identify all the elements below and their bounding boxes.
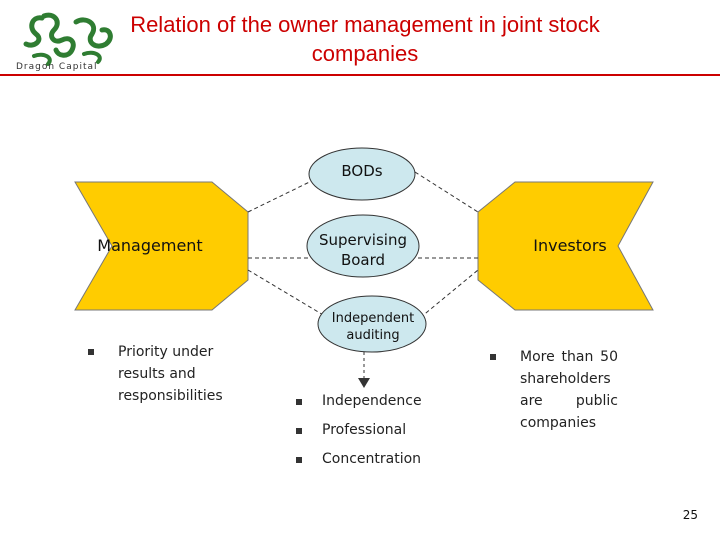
page-number: 25 — [682, 508, 698, 522]
investors-shape — [477, 181, 654, 311]
title-rule — [0, 74, 720, 76]
auditing-arrowhead — [358, 378, 370, 388]
investors-label: Investors — [533, 236, 607, 255]
slide-title: Relation of the owner management in join… — [130, 12, 600, 66]
management-shape — [74, 181, 249, 311]
management-bullet-mark — [88, 349, 94, 355]
auditing-bullet-mark — [296, 428, 302, 434]
auditing-bullet-text: Professional — [322, 422, 407, 438]
supervising-board-label: Supervising Board — [318, 231, 407, 269]
auditing-bullet-text: Concentration — [322, 451, 422, 467]
logo-text: Dragon Capital — [16, 62, 98, 72]
auditing-bullet-mark — [296, 399, 302, 405]
investors-bullet-mark — [490, 354, 496, 360]
bods-ellipse — [308, 147, 416, 201]
management-label: Management — [97, 236, 203, 255]
dashed-connectors — [247, 171, 479, 323]
independent-auditing-label: Independent auditing — [331, 311, 415, 343]
auditing-bullet-mark — [296, 457, 302, 463]
auditing-bullet-text: Independence — [322, 393, 422, 409]
bods-label: BODs — [341, 162, 383, 180]
auditing-ellipse — [317, 295, 427, 353]
management-bullet-text: Priority under results and responsibilit… — [118, 344, 223, 404]
dragon-logo — [23, 12, 113, 66]
supervising-board-ellipse — [306, 214, 420, 278]
investors-bullet-text: More than 50 shareholders are public com… — [520, 349, 618, 431]
